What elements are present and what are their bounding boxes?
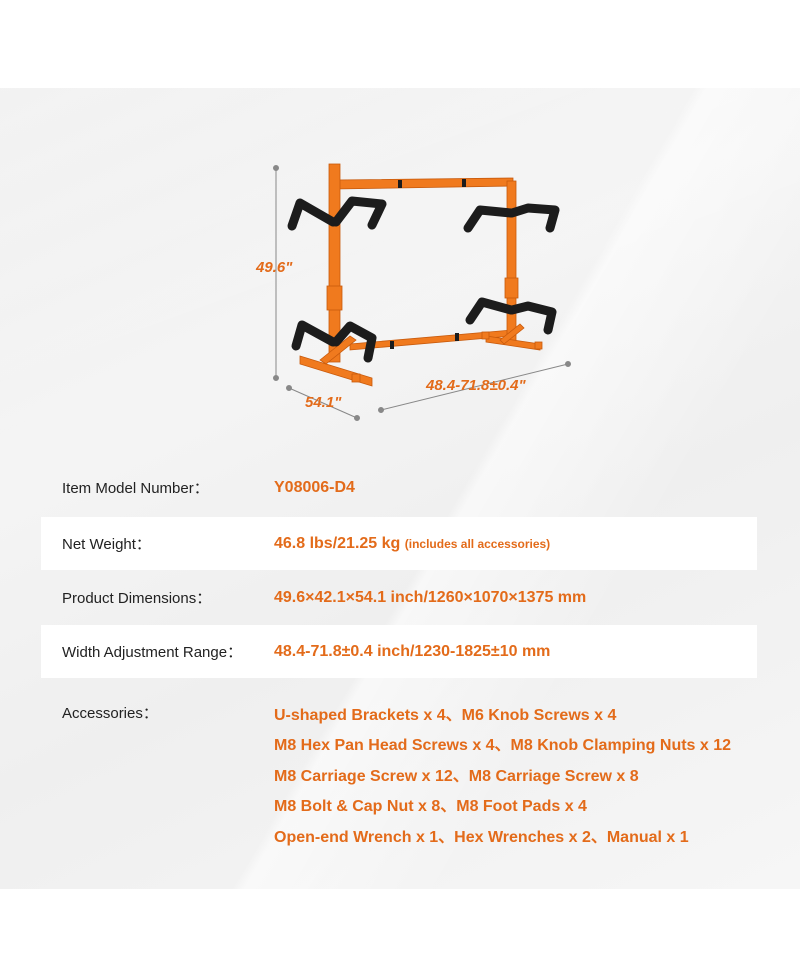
- accessories-label: Accessories：: [62, 705, 158, 722]
- rack-frame: [299, 163, 543, 387]
- spec-label: Item Model Number：: [62, 480, 209, 497]
- spec-label: Product Dimensions：: [62, 590, 212, 607]
- spec-label: Net Weight：: [62, 536, 151, 553]
- accessory-line: M8 Carriage Screw x 12、M8 Carriage Screw…: [274, 768, 639, 785]
- dimension-lines: [273, 165, 571, 421]
- accessory-line: M8 Bolt & Cap Nut x 8、M8 Foot Pads x 4: [274, 798, 587, 815]
- kayak-rack-illustration: [273, 163, 571, 421]
- spec-row-weight: Net Weight： 46.8 lbs/21.25 kg (includes …: [41, 517, 757, 570]
- background-sheen: [0, 88, 800, 889]
- rail-clamps: [390, 179, 466, 349]
- spec-value: 49.6×42.1×54.1 inch/1260×1070×1375 mm: [274, 588, 587, 606]
- width-dimension-label: 48.4-71.8±0.4": [426, 377, 526, 394]
- spec-row-width-range: Width Adjustment Range： 48.4-71.8±0.4 in…: [41, 625, 757, 678]
- accessory-line: Open-end Wrench x 1、Hex Wrenches x 2、Man…: [274, 829, 689, 846]
- spec-panel: 49.6" 54.1" 48.4-71.8±0.4": [0, 88, 800, 889]
- product-figure: 49.6" 54.1" 48.4-71.8±0.4": [0, 88, 800, 548]
- spec-value: 46.8 lbs/21.25 kg: [274, 534, 401, 552]
- spec-value: 48.4-71.8±0.4 inch/1230-1825±10 mm: [274, 642, 551, 660]
- spec-note: (includes all accessories): [404, 536, 551, 551]
- accessory-line: M8 Hex Pan Head Screws x 4、M8 Knob Clamp…: [274, 737, 732, 754]
- spec-row-model: Item Model Number： Y08006-D4: [41, 461, 757, 514]
- depth-dimension-label: 54.1": [305, 394, 342, 411]
- height-dimension-label: 49.6": [256, 259, 293, 276]
- rack-arms: [287, 196, 560, 363]
- spec-row-dimensions: Product Dimensions： 49.6×42.1×54.1 inch/…: [41, 571, 757, 624]
- accessory-line: U-shaped Brackets x 4、M6 Knob Screws x 4: [274, 707, 617, 724]
- spec-label: Width Adjustment Range：: [62, 644, 243, 661]
- spec-value-group: 46.8 lbs/21.25 kg (includes all accessor…: [274, 535, 550, 553]
- spec-value: Y08006-D4: [274, 478, 355, 496]
